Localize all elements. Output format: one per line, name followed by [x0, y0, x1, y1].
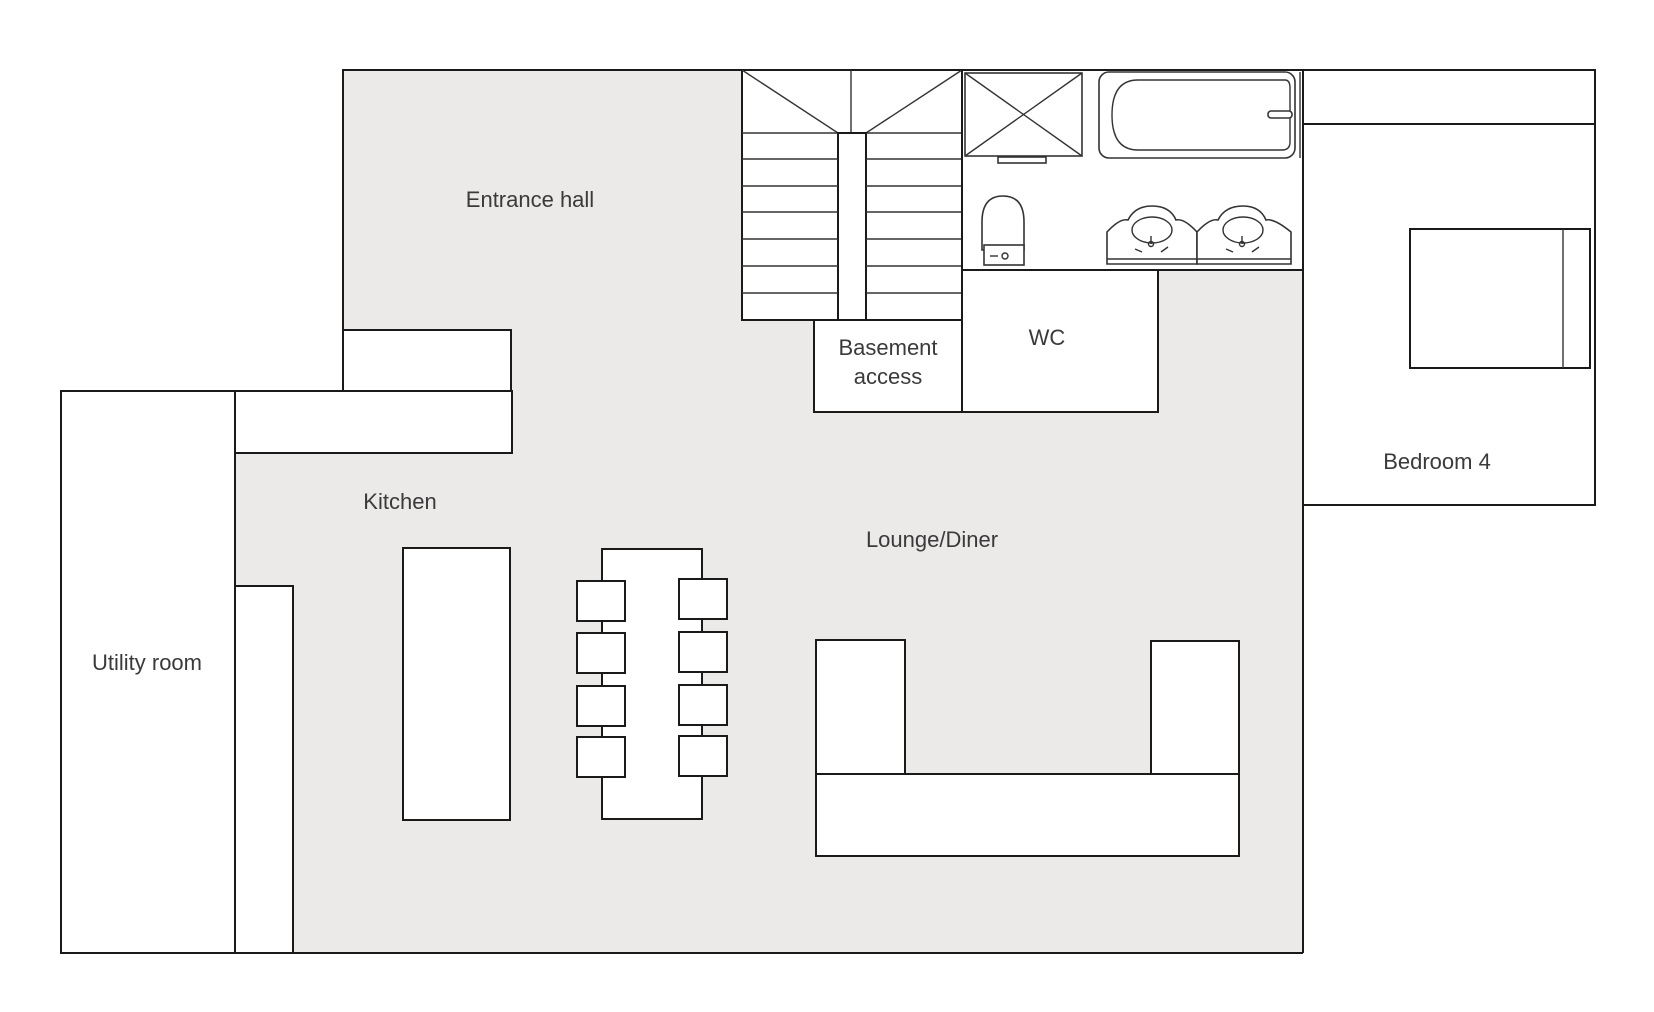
chair — [678, 631, 728, 673]
room-label-lounge-diner: Lounge/Diner — [866, 527, 998, 552]
room-label-utility-room: Utility room — [92, 650, 202, 675]
utility-room — [60, 390, 236, 954]
room-label-entrance-hall: Entrance hall — [466, 187, 594, 212]
chair — [576, 736, 626, 778]
sofa-base — [815, 773, 1240, 857]
chair — [678, 578, 728, 620]
sofa-right-arm — [1150, 640, 1240, 775]
wc-room — [961, 269, 1159, 413]
basement-access — [813, 319, 963, 413]
kitchen-worktop-lower — [234, 390, 513, 454]
staircase — [741, 69, 963, 321]
chair — [678, 735, 728, 777]
toilet-icon — [981, 195, 1025, 266]
kitchen-island — [402, 547, 511, 821]
utility-counter — [234, 585, 294, 954]
room-label-bedroom-4: Bedroom 4 — [1383, 449, 1491, 474]
kitchen-worktop-upper — [342, 329, 512, 392]
chair — [576, 632, 626, 674]
chair — [678, 684, 728, 726]
bed — [1409, 228, 1591, 369]
bathroom — [961, 69, 1304, 271]
bedroom-4 — [1302, 69, 1596, 506]
room-label-kitchen: Kitchen — [363, 489, 436, 514]
chair — [576, 685, 626, 727]
wardrobe — [1302, 69, 1596, 125]
room-label-basement-access-line2: access — [854, 364, 922, 389]
chair — [576, 580, 626, 622]
room-label-basement-access-line1: Basement — [838, 335, 937, 360]
room-label-wc: WC — [1029, 325, 1066, 350]
bathtub — [1098, 71, 1296, 159]
sofa-left-arm — [815, 639, 906, 775]
double-sink-icon — [1106, 205, 1292, 265]
dining-chairs — [576, 578, 728, 778]
